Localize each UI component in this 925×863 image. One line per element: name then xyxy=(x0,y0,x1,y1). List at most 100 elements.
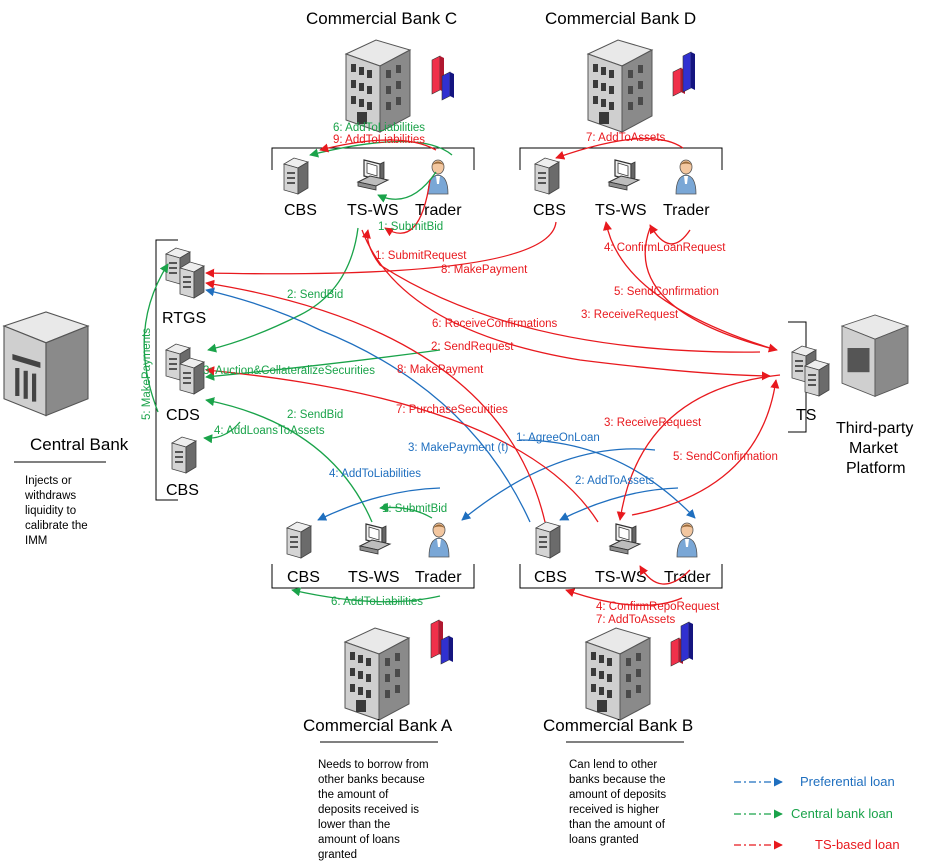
label-make-payment-t: 3: MakePayment (t) xyxy=(408,442,509,454)
legend-ts-label: TS-based loan xyxy=(815,837,900,852)
arrow-c-tsws-ts-send-request xyxy=(361,229,771,381)
arrow-d-trader-tsws-confirm xyxy=(649,224,691,245)
arrow-c-trader-tsws-submit-bid xyxy=(377,171,437,203)
central-bank-note: Injects or withdraws liquidity to calibr… xyxy=(24,475,88,547)
svg-text:deposits received is: deposits received is xyxy=(318,804,419,816)
bank-d-balance-chart-icon xyxy=(672,51,696,97)
third-party-platform-title: Third-party Market Platform xyxy=(836,420,913,477)
svg-text:Injects or: Injects or xyxy=(25,475,72,487)
label-a-add-liabilities-6: 6: AddToLiabilities xyxy=(331,596,423,608)
arrow-b-trader-cbs-add-assets xyxy=(559,487,679,521)
label-d-confirm-loan-request: 4: ConfirmLoanRequest xyxy=(604,242,726,254)
svg-text:calibrate the: calibrate the xyxy=(25,520,88,532)
bank-c-title: Commercial Bank C xyxy=(306,9,457,28)
svg-text:Needs to borrow from: Needs to borrow from xyxy=(318,759,429,771)
svg-text:other banks because: other banks because xyxy=(318,774,425,786)
label-add-loans-to-assets: 4: AddLoansToAssets xyxy=(214,425,325,437)
bank-c-bracket xyxy=(271,147,475,170)
bank-d-ts-ws-workstation-icon xyxy=(608,159,640,191)
bank-b-balance-chart-icon xyxy=(670,621,694,667)
bank-b-cbs-server-icon xyxy=(535,521,561,559)
bank-a-note: Needs to borrow from other banks because… xyxy=(318,759,429,861)
label-receive-request-bot: 3: ReceiveRequest xyxy=(604,417,702,429)
bank-a-building-icon xyxy=(344,627,410,721)
legend-central-label: Central bank loan xyxy=(791,806,893,821)
label-receive-confirmations: 6: ReceiveConfirmations xyxy=(432,318,558,330)
bank-c-ts-ws-workstation-icon xyxy=(357,159,389,191)
svg-text:IMM: IMM xyxy=(25,535,47,547)
bank-b-title: Commercial Bank B xyxy=(543,716,693,735)
bank-c-ts-ws-label: TS-WS xyxy=(347,202,399,219)
arrow-ts-d-tsws-receive-request xyxy=(602,221,771,349)
legend: Preferential loan Central bank loan TS-b… xyxy=(734,774,900,852)
bank-d-ts-ws-label: TS-WS xyxy=(595,202,647,219)
label-c-add-liabilities-9: 9: AddToLiabilities xyxy=(333,134,425,146)
arrow-b-cbs-rtgs-make-payment xyxy=(205,287,531,523)
arrow-b-trader-tsws-confirm-repo xyxy=(639,565,691,585)
bank-a-trader-label: Trader xyxy=(415,569,462,586)
label-send-bid-mid: 2: SendBid xyxy=(287,409,343,421)
bank-d-title: Commercial Bank D xyxy=(545,9,696,28)
blue-arrow-labels: 3: MakePayment (t) 1: AgreeOnLoan 4: Add… xyxy=(329,432,655,487)
label-send-confirmation-top: 5: SendConfirmation xyxy=(614,286,719,298)
arrow-a-tsws-cds-send-bid xyxy=(205,397,373,523)
arrow-d-tsws-ts-send-confirmation xyxy=(644,227,778,353)
svg-text:lower than the: lower than the xyxy=(318,819,390,831)
ts-label: TS xyxy=(796,407,816,424)
label-make-payments: 5: MakePayments xyxy=(141,328,153,420)
arrow-b-cbs-rtgs-make-payment-8 xyxy=(205,279,546,523)
svg-text:than the amount of: than the amount of xyxy=(569,819,666,831)
label-agree-on-loan: 1: AgreeOnLoan xyxy=(516,432,600,444)
bank-d-trader-label: Trader xyxy=(663,202,710,219)
bank-a-trader-person-icon xyxy=(428,522,450,558)
ts-server-icon xyxy=(791,345,830,397)
bank-c-cbs-server-icon xyxy=(283,157,309,195)
third-party-platform-building-icon xyxy=(840,314,910,398)
bank-b-trader-label: Trader xyxy=(664,569,711,586)
arrow-cds-auction xyxy=(205,349,441,381)
bank-c-trader-label: Trader xyxy=(415,202,462,219)
label-make-payment-top: 8: MakePayment xyxy=(441,264,528,276)
label-d-add-to-assets: 7: AddToAssets xyxy=(586,132,666,144)
bank-a-cbs-label: CBS xyxy=(287,569,320,586)
label-c-add-liabilities-6: 6: AddToLiabilities xyxy=(333,122,425,134)
svg-text:Market: Market xyxy=(849,440,898,457)
rtgs-label: RTGS xyxy=(162,310,206,327)
svg-text:Third-party: Third-party xyxy=(836,420,913,437)
arrow-c-tsws-cds-send-bid xyxy=(207,227,359,353)
bank-b-building-icon xyxy=(585,627,651,721)
bank-c-trader-person-icon xyxy=(427,159,449,195)
bank-a-balance-chart-icon xyxy=(430,619,454,665)
central-cbs-server-icon xyxy=(171,436,197,474)
bank-b-note: Can lend to other banks because the amou… xyxy=(569,759,666,846)
svg-text:Platform: Platform xyxy=(846,460,906,477)
bank-b-ts-ws-label: TS-WS xyxy=(595,569,647,586)
svg-text:amount of deposits: amount of deposits xyxy=(569,789,666,801)
arrow-cbs-rtgs-make-payments xyxy=(143,263,169,413)
central-bank-title: Central Bank xyxy=(30,435,129,454)
label-purchase-securities: 7: PurchaseSecurities xyxy=(396,404,508,416)
bank-d-bracket xyxy=(519,147,723,170)
svg-text:loans granted: loans granted xyxy=(569,834,639,846)
arrow-ts-b-tsws-receive-request xyxy=(616,374,781,521)
bank-c-cbs-label: CBS xyxy=(284,202,317,219)
arrow-c-trader-tsws-submit-request xyxy=(384,179,431,237)
bank-a-ts-ws-label: TS-WS xyxy=(348,569,400,586)
bank-c-building-icon xyxy=(345,39,411,133)
svg-text:received is higher: received is higher xyxy=(569,804,659,816)
svg-text:granted: granted xyxy=(318,849,357,861)
svg-text:the amount of: the amount of xyxy=(318,789,389,801)
arrow-a-trader-tsws-submit-bid xyxy=(379,502,433,519)
legend-preferential-label: Preferential loan xyxy=(800,774,895,789)
bank-d-building-icon xyxy=(587,39,653,133)
svg-text:withdraws: withdraws xyxy=(24,490,76,502)
svg-text:liquidity to: liquidity to xyxy=(25,505,76,517)
label-send-request: 2: SendRequest xyxy=(431,341,514,353)
bank-d-cbs-label: CBS xyxy=(533,202,566,219)
arrow-cds-cbs-add-loans xyxy=(203,421,241,444)
label-b-add-to-assets-7: 7: AddToAssets xyxy=(596,614,676,626)
arrow-agree-on-loan-b xyxy=(519,439,696,519)
svg-text:banks because the: banks because the xyxy=(569,774,666,786)
svg-text:amount of loans: amount of loans xyxy=(318,834,400,846)
